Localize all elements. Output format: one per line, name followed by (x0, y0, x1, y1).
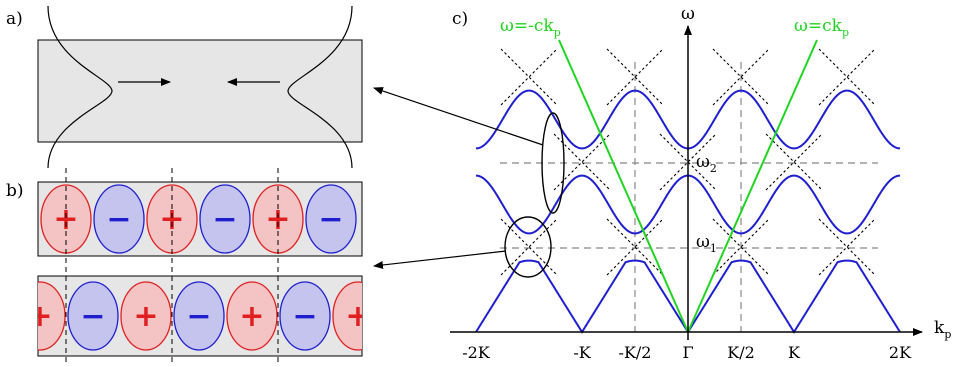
reference-grid (500, 62, 878, 332)
charge-sign: − (80, 299, 105, 334)
crossing-dotted-line (500, 48, 558, 106)
crossing-dotted-line (500, 48, 558, 106)
negative-charge: − (199, 184, 251, 254)
panel-label-a: a) (6, 9, 23, 29)
waveguide-panel (37, 5, 363, 169)
positive-charge: + (226, 281, 278, 351)
negative-charge: − (93, 184, 145, 254)
charge-ellipse (67, 281, 119, 351)
crossing-highlight-ellipse (504, 216, 552, 278)
light-line-positive-label: ω=ckp (794, 16, 849, 39)
light-lines (558, 39, 818, 333)
crossing-dotted-line (606, 218, 664, 276)
positive-charge: + (332, 281, 370, 351)
charge-sign: − (106, 202, 131, 237)
charge-sign: − (212, 202, 237, 237)
unperturbed-crossings (500, 48, 876, 276)
gap-to-waveguide-arrow (373, 87, 544, 146)
crossing-dotted-line (818, 218, 876, 276)
axes (450, 25, 923, 340)
crossing-dotted-line (606, 48, 664, 106)
charge-chain-top: +−+−+− (37, 181, 363, 257)
k-axis-ticks: -2K -K -K/2 Γ K/2 K 2K (462, 343, 912, 362)
charge-sign: + (345, 299, 370, 334)
crossing-dotted-line (712, 218, 770, 276)
crossing-dotted-line (659, 133, 717, 191)
crossing-dotted-line (818, 218, 876, 276)
k-tick-label: -K (573, 343, 591, 362)
crossing-dotted-line (500, 218, 558, 276)
crossing-to-charges-arrow (373, 250, 507, 269)
crossing-dotted-line (765, 133, 823, 191)
light-line-negative (558, 39, 689, 333)
charge-sign: − (186, 299, 211, 334)
charge-ellipse (226, 281, 278, 351)
panel-label-c: c) (452, 9, 468, 29)
gap-highlight-ellipse (541, 112, 565, 214)
crossing-dotted-line (659, 133, 717, 191)
crossing-dotted-line (553, 133, 611, 191)
charge-sign: − (292, 299, 317, 334)
right-mode-profile (287, 5, 353, 169)
negative-charge: − (67, 281, 119, 351)
light-line-positive (687, 39, 818, 333)
k-tick-label: K/2 (727, 343, 755, 362)
charge-chain-bottom: +−+−+−+ (27, 275, 370, 357)
charge-ellipse (38, 281, 66, 351)
omega1-label: ω1 (696, 232, 717, 255)
crossing-dotted-line (500, 218, 558, 276)
charge-ellipse (93, 184, 145, 254)
charge-sign: + (133, 299, 158, 334)
crossing-dotted-line (712, 218, 770, 276)
charge-ellipse (305, 184, 357, 254)
light-line-negative-label: ω=-ckp (500, 16, 561, 39)
omega-axis-label: ω (681, 4, 695, 24)
negative-charge: − (305, 184, 357, 254)
charge-ellipse (120, 281, 172, 351)
charge-sign: − (318, 202, 343, 237)
positive-charge: + (27, 281, 66, 351)
crossing-dotted-line (553, 133, 611, 191)
charge-ellipse (199, 184, 251, 254)
crossing-dotted-line (712, 48, 770, 106)
charge-ellipse (279, 281, 331, 351)
k-tick-label: -K/2 (619, 343, 652, 362)
k-tick-label: -2K (462, 343, 491, 362)
panel-label-b: b) (6, 181, 24, 201)
charge-sign: + (27, 299, 52, 334)
crossing-dotted-line (712, 48, 770, 106)
negative-charge: − (279, 281, 331, 351)
waveguide-box (37, 39, 363, 143)
positive-charge: + (120, 281, 172, 351)
left-mode-profile (47, 5, 113, 169)
k-tick-label: 2K (889, 343, 912, 362)
charge-ellipse (173, 281, 225, 351)
k-axis-label: kp (934, 318, 951, 341)
crossing-dotted-line (765, 133, 823, 191)
k-tick-label: K (788, 343, 801, 362)
crossing-dotted-line (818, 48, 876, 106)
charge-sign: + (239, 299, 264, 334)
k-tick-label: Γ (682, 343, 693, 362)
crossing-dotted-line (606, 48, 664, 106)
callouts (373, 87, 565, 278)
charge-ellipse (332, 281, 362, 351)
crossing-dotted-line (818, 48, 876, 106)
crossing-dotted-line (606, 218, 664, 276)
omega2-label: ω2 (696, 152, 717, 175)
negative-charge: − (173, 281, 225, 351)
